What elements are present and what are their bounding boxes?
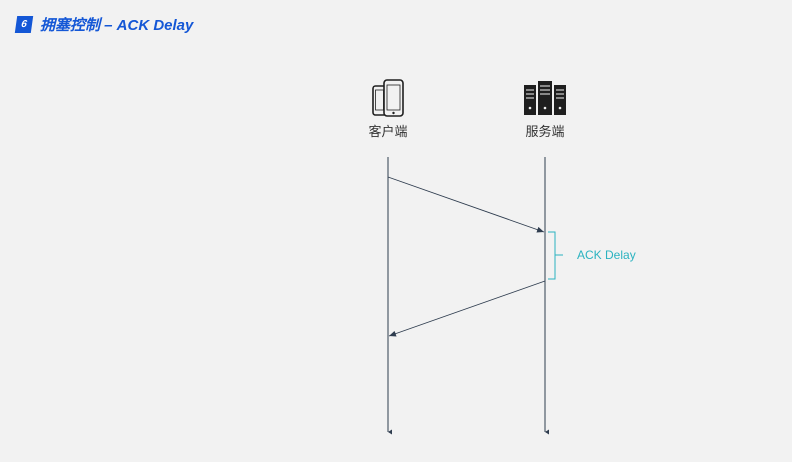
server-label: 服务端	[525, 125, 565, 140]
slide-header: 6 拥塞控制 – ACK Delay	[14, 13, 194, 35]
slide-title: 拥塞控制 – ACK Delay	[40, 16, 194, 34]
client-label: 客户端	[368, 125, 408, 140]
ack-arrow	[388, 280, 546, 337]
smartphones-icon	[372, 79, 404, 117]
ack-delay-label: ACK Delay	[577, 248, 636, 262]
server-rack-icon	[524, 81, 566, 115]
data-packet-arrow	[387, 176, 545, 233]
ack-delay-bracket	[548, 231, 563, 280]
